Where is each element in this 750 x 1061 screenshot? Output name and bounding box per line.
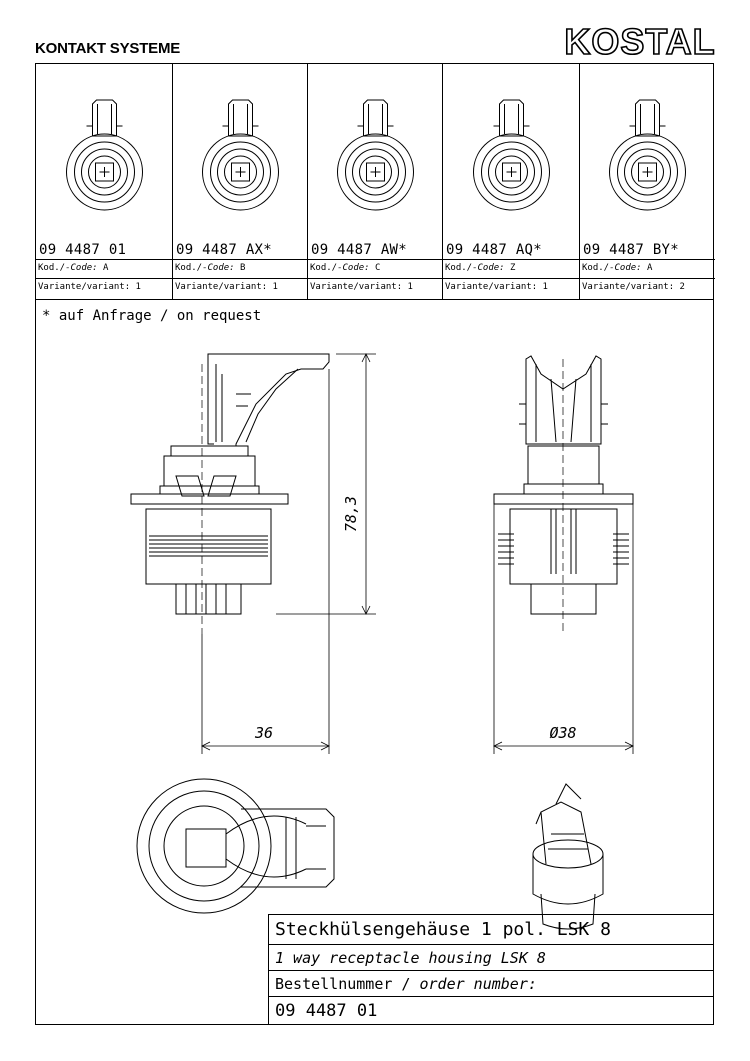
row-line <box>443 259 579 260</box>
connector-icon <box>202 99 279 211</box>
connector-icon <box>609 99 686 211</box>
variant-line: Variante/variant: 1 <box>445 282 548 292</box>
part-number: 09 4487 AW* <box>311 242 408 258</box>
code-label: Kod./ <box>310 263 338 273</box>
side-view <box>130 353 330 634</box>
dim-width-label: 36 <box>254 724 273 742</box>
title-en: 1 way receptacle housing LSK 8 <box>269 945 714 971</box>
part-number: 09 4487 AQ* <box>446 242 543 258</box>
code-line: Kod./-Code: A <box>582 263 652 273</box>
dimension-lines <box>201 353 634 754</box>
code-label: Kod./ <box>38 263 66 273</box>
row-line <box>36 278 172 279</box>
title-de: Steckhülsengehäuse 1 pol. LSK 8 <box>269 915 714 945</box>
request-note: * auf Anfrage / on request <box>42 308 262 324</box>
variant-line: Variante/variant: 1 <box>175 282 278 292</box>
code-value: A <box>103 263 109 273</box>
code-line: Kod./-Code: Z <box>445 263 515 273</box>
front-view <box>493 355 634 634</box>
kostal-logo: KOSTAL <box>564 22 716 62</box>
code-value: Z <box>510 263 516 273</box>
dim-diameter-label: Ø38 <box>549 724 576 742</box>
variant-cell: 09 4487 BY* Kod./-Code: A Variante/variant… <box>580 64 715 299</box>
code-label: Kod./ <box>582 263 610 273</box>
order-label-en: order number: <box>419 975 537 993</box>
variant-line: Variante/variant: 2 <box>582 282 685 292</box>
table-bottom-line <box>36 299 713 300</box>
code-label: Kod./ <box>445 263 473 273</box>
part-number: 09 4487 01 <box>39 242 127 258</box>
variant-line: Variante/variant: 1 <box>310 282 413 292</box>
connector-icon <box>473 99 550 211</box>
order-label-row: Bestellnummer / order number: <box>269 971 714 997</box>
code-value: A <box>647 263 653 273</box>
dim-height-label: 78,3 <box>342 496 360 532</box>
section-title: KONTAKT SYSTEME <box>35 40 181 57</box>
code-label-en: -Code: <box>337 263 370 273</box>
code-label: Kod./ <box>175 263 203 273</box>
row-line <box>308 259 442 260</box>
order-number: 09 4487 01 <box>275 1001 378 1021</box>
code-line: Kod./-Code: A <box>38 263 108 273</box>
code-value: B <box>240 263 246 273</box>
technical-drawing: 78,3 36 Ø38 <box>130 353 634 930</box>
code-label-en: -Code: <box>65 263 98 273</box>
order-label-de: Bestellnummer / <box>275 975 420 993</box>
variant-cell: 09 4487 AW* Kod./-Code: C Variante/variant… <box>308 64 443 299</box>
row-line <box>173 259 307 260</box>
connector-icon <box>66 99 143 211</box>
row-line <box>580 278 715 279</box>
row-line <box>308 278 442 279</box>
part-number: 09 4487 BY* <box>583 242 680 258</box>
row-line <box>580 259 715 260</box>
variant-line: Variante/variant: 1 <box>38 282 141 292</box>
code-line: Kod./-Code: B <box>175 263 245 273</box>
row-line <box>36 259 172 260</box>
code-line: Kod./-Code: C <box>310 263 380 273</box>
part-number: 09 4487 AX* <box>176 242 273 258</box>
iso-view <box>532 783 604 930</box>
variant-cell: 09 4487 AQ* Kod./-Code: Z Variante/variant… <box>443 64 580 299</box>
code-label-en: -Code: <box>202 263 235 273</box>
row-line <box>443 278 579 279</box>
bottom-view <box>136 778 335 914</box>
title-block: Steckhülsengehäuse 1 pol. LSK 8 1 way re… <box>268 914 714 1025</box>
connector-icon <box>337 99 414 211</box>
code-value: C <box>375 263 381 273</box>
code-label-en: -Code: <box>609 263 642 273</box>
variant-cell: 09 4487 AX* Kod./-Code: B Variante/variant… <box>173 64 308 299</box>
variant-cell: 09 4487 01 Kod./-Code: A Variante/variant:… <box>36 64 173 299</box>
code-label-en: -Code: <box>472 263 505 273</box>
logo-text: KOSTAL <box>564 22 715 62</box>
row-line <box>173 278 307 279</box>
